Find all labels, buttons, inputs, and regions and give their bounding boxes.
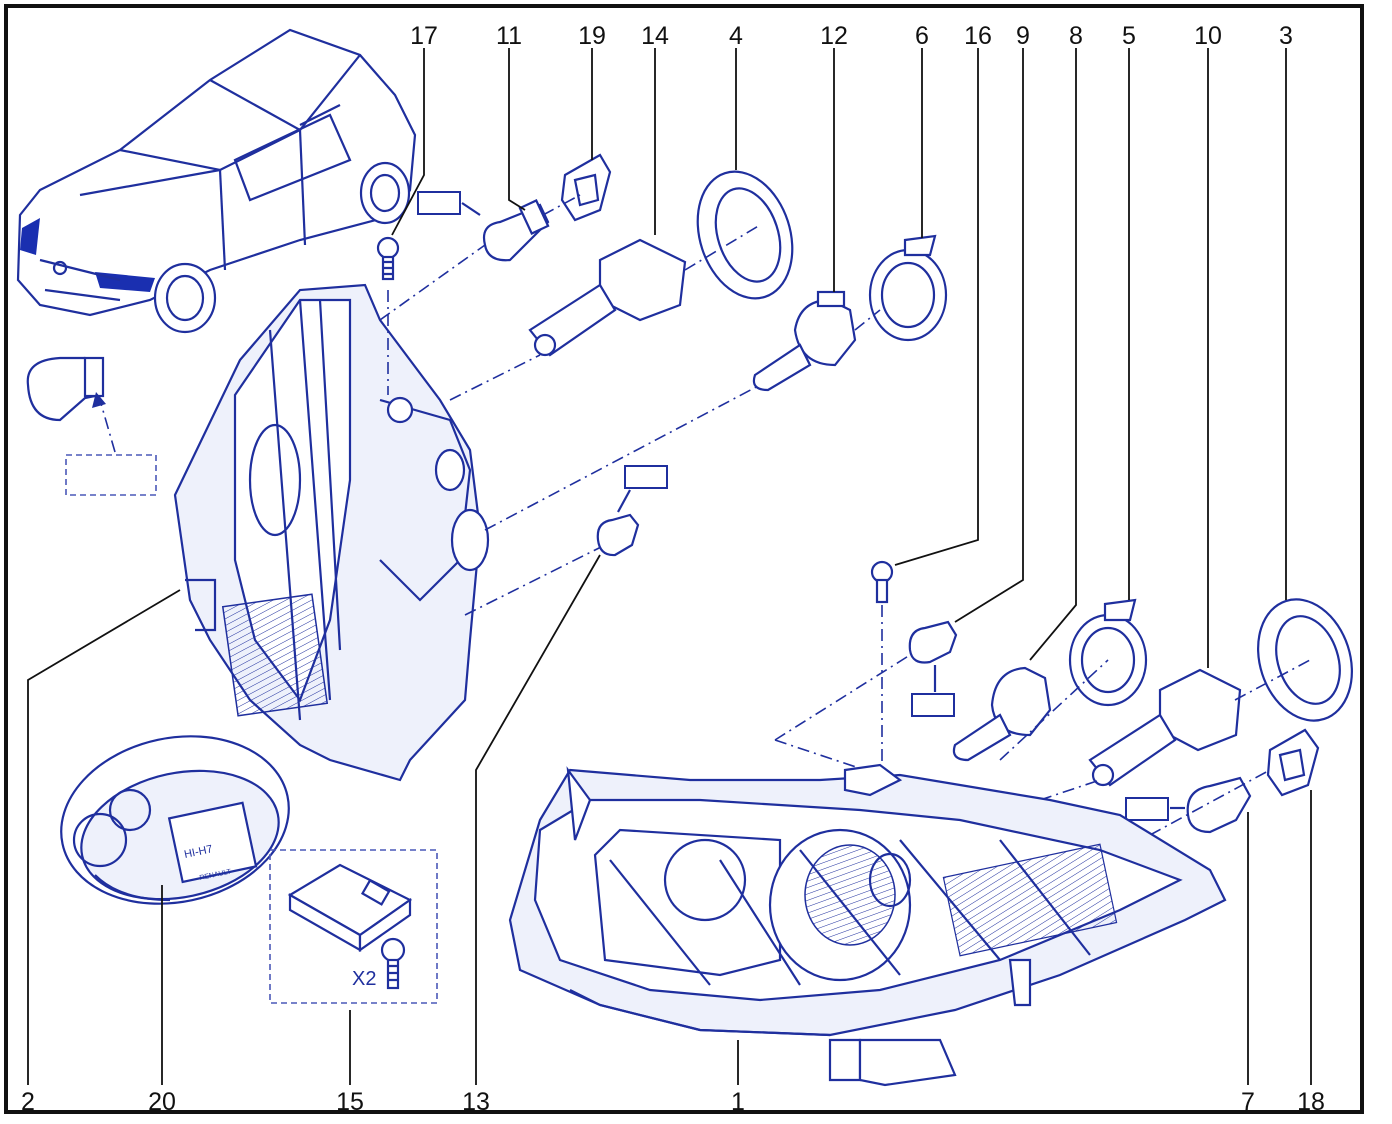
axis-11: [379, 244, 486, 321]
spare-bulb-left: [26, 356, 105, 422]
bulb-holder-part-19: [560, 153, 612, 222]
callout-leaders: [27, 48, 1312, 1085]
bulb-tag-11: [417, 191, 461, 215]
cover-part-3: [1257, 598, 1353, 722]
callout-15: 15: [336, 1088, 364, 1116]
car-illustration: [16, 28, 417, 334]
callout-6: 6: [915, 22, 929, 50]
callout-8: 8: [1069, 22, 1083, 50]
bulb-tag-9: [911, 693, 955, 717]
callout-20: 20: [148, 1088, 176, 1116]
bulb-part-12: [752, 290, 857, 392]
callout-14: 14: [641, 22, 669, 50]
screw-quantity-label: X2: [352, 968, 376, 990]
axis-9b: [774, 739, 881, 776]
xenon-bulb-part-10: [1088, 668, 1242, 787]
ballast-kit-box-15: [269, 849, 438, 1004]
callout-numbers-top: 17 11 19 14 4 12 6 16 9 8 5 10 3: [410, 22, 1293, 50]
axis-14: [449, 354, 541, 401]
axis-9: [774, 654, 911, 741]
callout-18: 18: [1297, 1088, 1325, 1116]
kit-lamp-text: HI-H7: [183, 843, 214, 861]
leader-tag-11: [461, 202, 481, 216]
bulb-tag-13: [624, 465, 668, 489]
bulb-part-7: [1186, 776, 1252, 834]
axis-10: [1039, 779, 1101, 801]
callout-11: 11: [496, 22, 522, 50]
callout-13: 13: [462, 1088, 490, 1116]
headlamp-left-unit: [173, 283, 490, 782]
callout-7: 7: [1241, 1088, 1255, 1116]
cap-part-6: [868, 234, 948, 342]
callout-3: 3: [1279, 22, 1293, 50]
bulb-part-8: [952, 666, 1052, 762]
axis-19: [542, 194, 581, 216]
xenon-bulb-part-14: [528, 238, 687, 357]
axis-8: [999, 659, 1109, 761]
bulb-holder-part-18: [1266, 728, 1320, 797]
bulb-part-11: [482, 199, 550, 262]
axis-7: [1149, 769, 1271, 836]
ballast-module: [287, 863, 413, 953]
diagram-frame: [4, 4, 1364, 1114]
axis-6: [854, 309, 881, 331]
cover-part-4: [696, 170, 794, 300]
callout-9: 9: [1016, 22, 1030, 50]
callout-10: 10: [1194, 22, 1222, 50]
bulb-part-13: [596, 513, 640, 557]
callout-1: 1: [731, 1088, 745, 1116]
cap-part-5: [1068, 598, 1148, 707]
callout-17: 17: [410, 22, 438, 50]
arrow-spare-bulb: [92, 392, 106, 408]
callout-19: 19: [578, 22, 606, 50]
callout-2: 2: [21, 1088, 35, 1116]
headlamp-main-unit: [508, 763, 1227, 1087]
callout-12: 12: [820, 22, 848, 50]
ballast-screw: [380, 937, 406, 990]
screw-part-17: [376, 236, 400, 281]
bulb-part-9: [908, 620, 958, 664]
axis-3: [1234, 659, 1311, 701]
axis-13: [464, 544, 606, 616]
callout-4: 4: [729, 22, 743, 50]
axis-12: [484, 384, 761, 531]
screw-part-16: [870, 560, 894, 604]
leader-tag-13: [617, 489, 631, 513]
callout-numbers-bottom: 2 20 15 13 1 7 18: [21, 1088, 1325, 1116]
bulb-kit-case-20: HI-H7 RENAULT: [60, 735, 290, 905]
bulb-tag-7: [1125, 797, 1169, 821]
bulb-spec-box-left: [65, 454, 157, 496]
leader-spare-bulb: [99, 399, 116, 453]
axis-4: [684, 224, 761, 271]
callout-5: 5: [1122, 22, 1136, 50]
callout-16: 16: [964, 22, 992, 50]
